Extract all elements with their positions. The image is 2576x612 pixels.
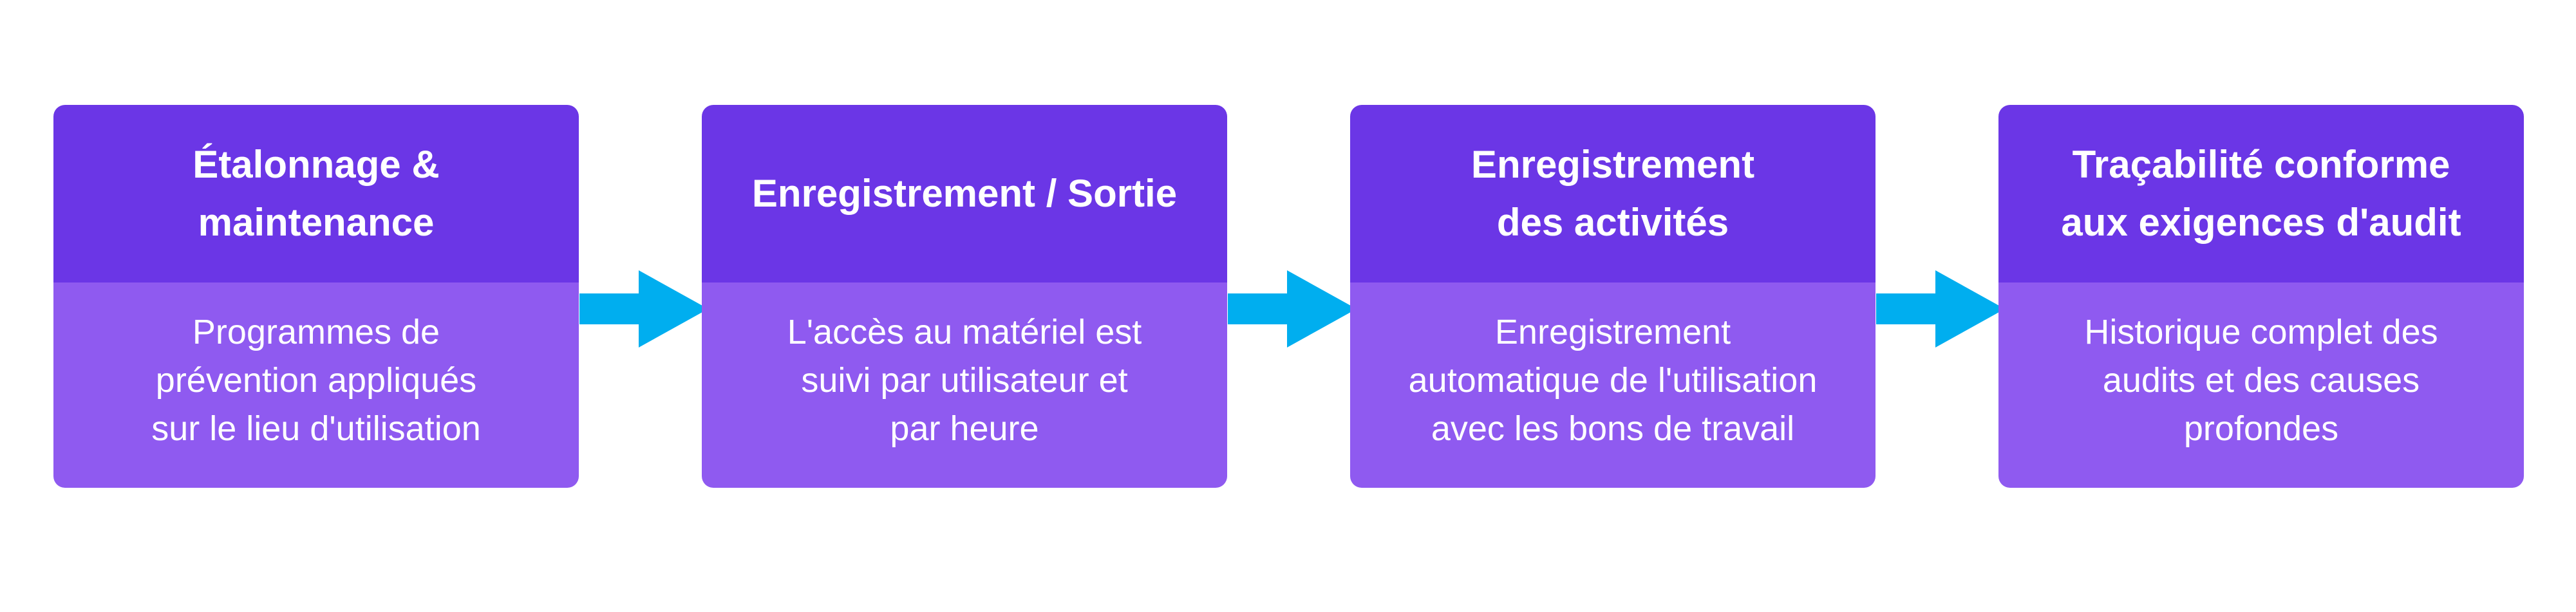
step-card-body: L'accès au matériel est suivi par utilis… bbox=[702, 283, 1227, 488]
step-description: Historique complet des audits et des cau… bbox=[2084, 313, 2438, 448]
arrow-right-icon bbox=[1228, 270, 1357, 348]
step-title: Traçabilité conforme aux exigences d'aud… bbox=[2061, 143, 2461, 244]
step-card-audit-traceability: Traçabilité conforme aux exigences d'aud… bbox=[1998, 105, 2524, 488]
step-description: Enregistrement automatique de l'utilisat… bbox=[1408, 313, 1818, 448]
step-card-header: Traçabilité conforme aux exigences d'aud… bbox=[1998, 105, 2524, 283]
step-title: Étalonnage & maintenance bbox=[193, 143, 440, 244]
step-card-activity-logging: Enregistrement des activités Enregistrem… bbox=[1350, 105, 1876, 488]
step-card-header: Enregistrement des activités bbox=[1350, 105, 1876, 283]
step-title: Enregistrement des activités bbox=[1471, 143, 1755, 244]
step-title: Enregistrement / Sortie bbox=[751, 172, 1178, 215]
step-card-body: Enregistrement automatique de l'utilisat… bbox=[1350, 283, 1876, 488]
step-description: L'accès au matériel est suivi par utilis… bbox=[787, 313, 1142, 448]
step-card-header: Enregistrement / Sortie bbox=[702, 105, 1227, 283]
step-card-calibration: Étalonnage & maintenance Programmes de p… bbox=[53, 105, 579, 488]
step-card-body: Programmes de prévention appliqués sur l… bbox=[53, 283, 579, 488]
arrow-right-icon bbox=[1876, 270, 2005, 348]
step-card-checkin-checkout: Enregistrement / Sortie L'accès au matér… bbox=[702, 105, 1227, 488]
step-card-header: Étalonnage & maintenance bbox=[53, 105, 579, 283]
step-description: Programmes de prévention appliqués sur l… bbox=[151, 313, 481, 448]
arrow-right-icon bbox=[579, 270, 708, 348]
step-card-body: Historique complet des audits et des cau… bbox=[1998, 283, 2524, 488]
